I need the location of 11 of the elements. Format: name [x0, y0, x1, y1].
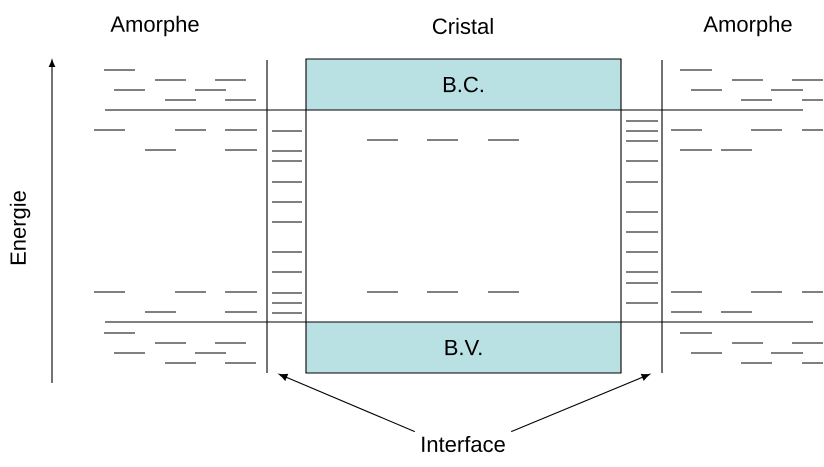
- arrow: [278, 374, 416, 432]
- band-box: B.V.: [305, 321, 622, 374]
- arrow: [511, 374, 650, 432]
- column-heading: Amorphe: [703, 16, 792, 36]
- axis-label: Energie: [10, 191, 30, 264]
- interface-line: [661, 60, 663, 373]
- interface-line: [266, 60, 268, 373]
- column-heading: Amorphe: [110, 16, 199, 36]
- callout-text: Interface: [422, 436, 505, 452]
- column-heading: Cristal: [432, 18, 493, 34]
- band-box: B.C.: [305, 58, 622, 111]
